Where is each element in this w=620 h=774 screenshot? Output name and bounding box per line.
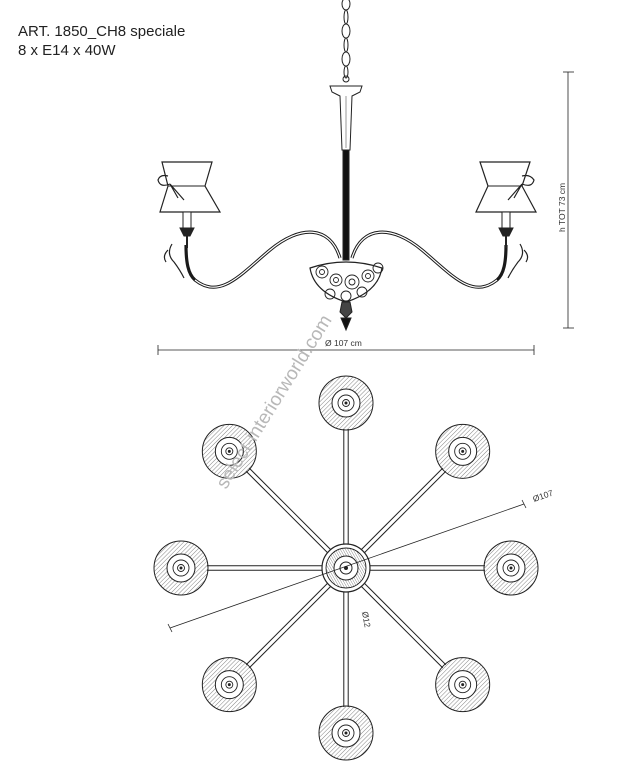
height-label: h TOT 73 cm <box>557 183 567 232</box>
title-block: ART. 1850_CH8 speciale 8 x E14 x 40W <box>18 22 185 60</box>
elevation-view <box>157 0 574 355</box>
center-diameter-label: Ø12 <box>360 611 373 629</box>
central-bowl <box>309 261 383 303</box>
lamp-spec: 8 x E14 x 40W <box>18 42 116 59</box>
plan-shade <box>201 657 257 713</box>
plan-arm <box>370 540 539 596</box>
plan-arm <box>318 592 374 761</box>
plan-diameter-label: Ø107 <box>531 488 554 504</box>
plan-center-hub <box>321 543 371 593</box>
plan-arm <box>201 423 331 553</box>
plan-view <box>153 375 539 761</box>
plan-arm <box>153 540 322 596</box>
watermark: select-interiorworld.com <box>212 311 336 492</box>
plan-shade <box>318 375 374 431</box>
plan-shade <box>318 705 374 761</box>
plan-arm <box>201 583 331 713</box>
flower-decor <box>315 262 384 302</box>
lamp-right <box>475 161 538 279</box>
width-label: Ø 107 cm <box>325 338 362 348</box>
plan-shade <box>153 540 209 596</box>
plan-shade <box>483 540 539 596</box>
plan-shade <box>435 657 491 713</box>
chain <box>341 0 351 83</box>
bottom-finial <box>339 301 353 319</box>
plan-diameter-dimension <box>167 499 527 633</box>
plan-shade <box>435 423 491 479</box>
central-stem <box>342 149 350 261</box>
lamp-left <box>157 161 222 279</box>
height-dimension <box>563 71 574 329</box>
plan-arm <box>318 375 374 544</box>
width-dimension <box>157 345 535 355</box>
plan-shade <box>201 423 257 479</box>
plan-arm <box>361 423 491 553</box>
model-name: ART. 1850_CH8 speciale <box>18 23 186 40</box>
plan-arm <box>361 583 491 713</box>
